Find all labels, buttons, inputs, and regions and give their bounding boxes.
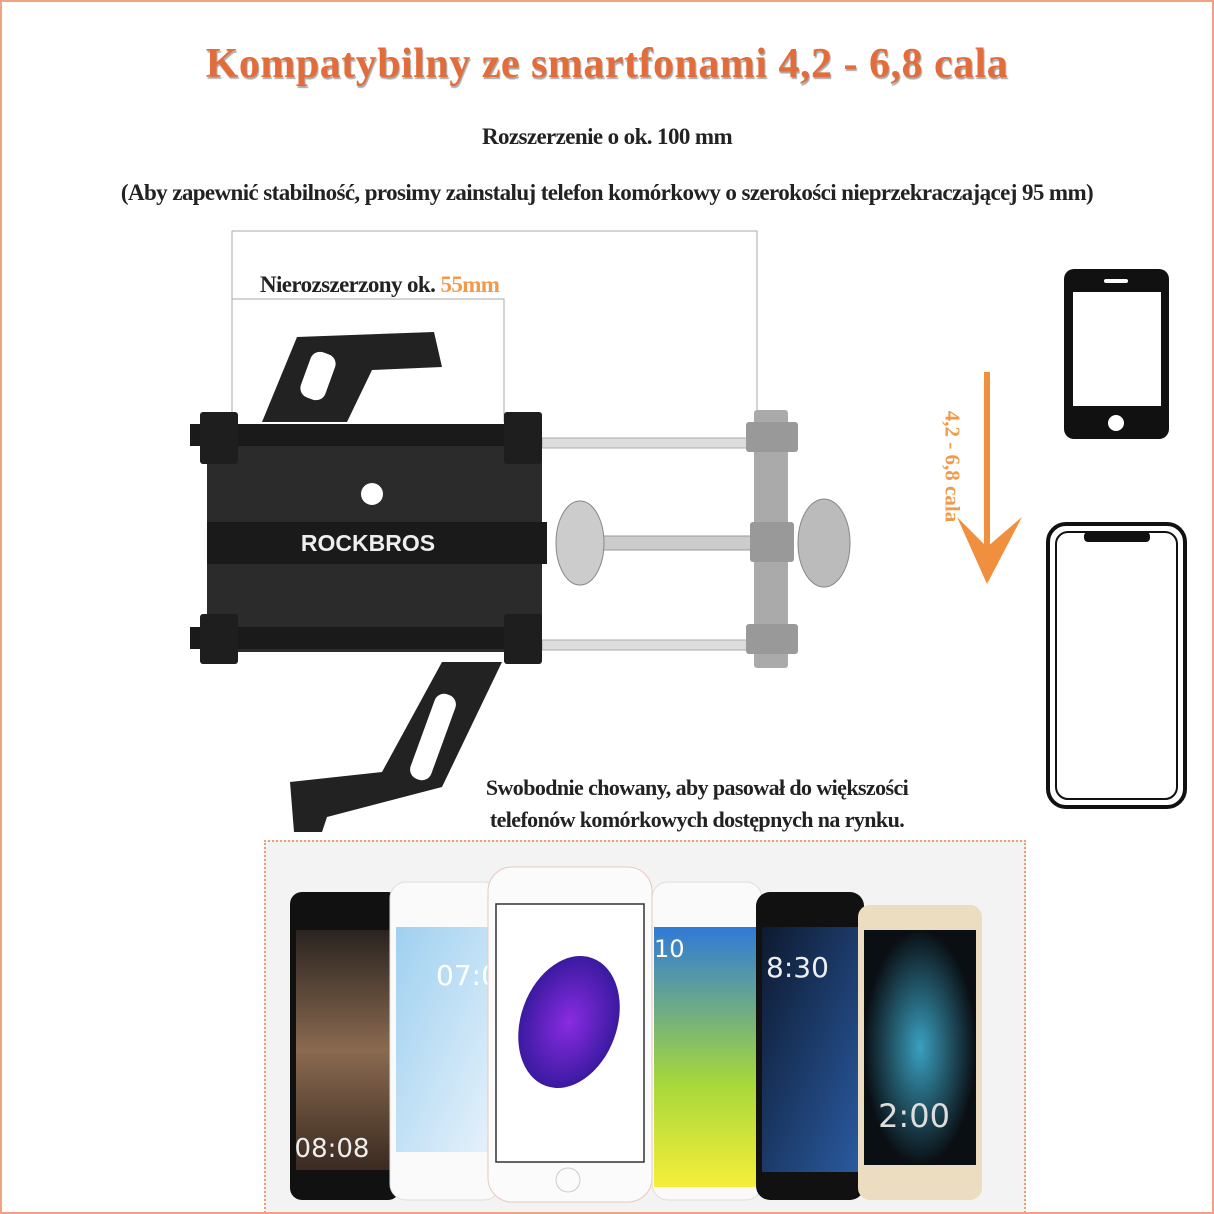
- stability-note: (Aby zapewnić stabilność, prosimy zainst…: [120, 180, 1094, 205]
- svg-text:8:30: 8:30: [766, 951, 829, 984]
- arrow-down-icon: [957, 372, 1022, 584]
- svg-text:2:00: 2:00: [878, 1097, 950, 1135]
- phone-holder-body: ROCKBROS: [190, 332, 547, 832]
- unextended-dimension-line: [231, 298, 505, 422]
- svg-text:10: 10: [654, 935, 685, 963]
- svg-text:08:08: 08:08: [295, 1134, 370, 1164]
- unextended-label: Nierozszerzony ok. 55mm: [260, 272, 500, 297]
- phone-5: 8:30: [756, 892, 864, 1200]
- extended-clamp: [541, 410, 851, 668]
- phone-6: 2:00: [858, 905, 982, 1200]
- page-title: Kompatybilny ze smartfonami 4,2 - 6,8 ca…: [205, 41, 1009, 87]
- phone-3: [487, 866, 653, 1203]
- free-text: Swobodnie chowany, aby pasował do większ…: [485, 775, 909, 832]
- phone-1: 08:08: [290, 892, 400, 1200]
- phones-showcase: 08:08 07:0 10 8:30 2:00: [264, 840, 1026, 1212]
- small-phone-icon: [1064, 269, 1169, 439]
- extension-text: Rozszerzenie o ok. 100 mm: [481, 124, 733, 149]
- phone-2: 07:0: [389, 881, 501, 1201]
- phones-lineup: 08:08 07:0 10 8:30 2:00: [290, 866, 982, 1203]
- large-phone-icon: [1046, 522, 1187, 809]
- brand-logo: ROCKBROS: [301, 530, 435, 556]
- phone-4: 10: [651, 881, 763, 1201]
- size-range-label: 4,2 - 6,8 cala: [940, 410, 965, 523]
